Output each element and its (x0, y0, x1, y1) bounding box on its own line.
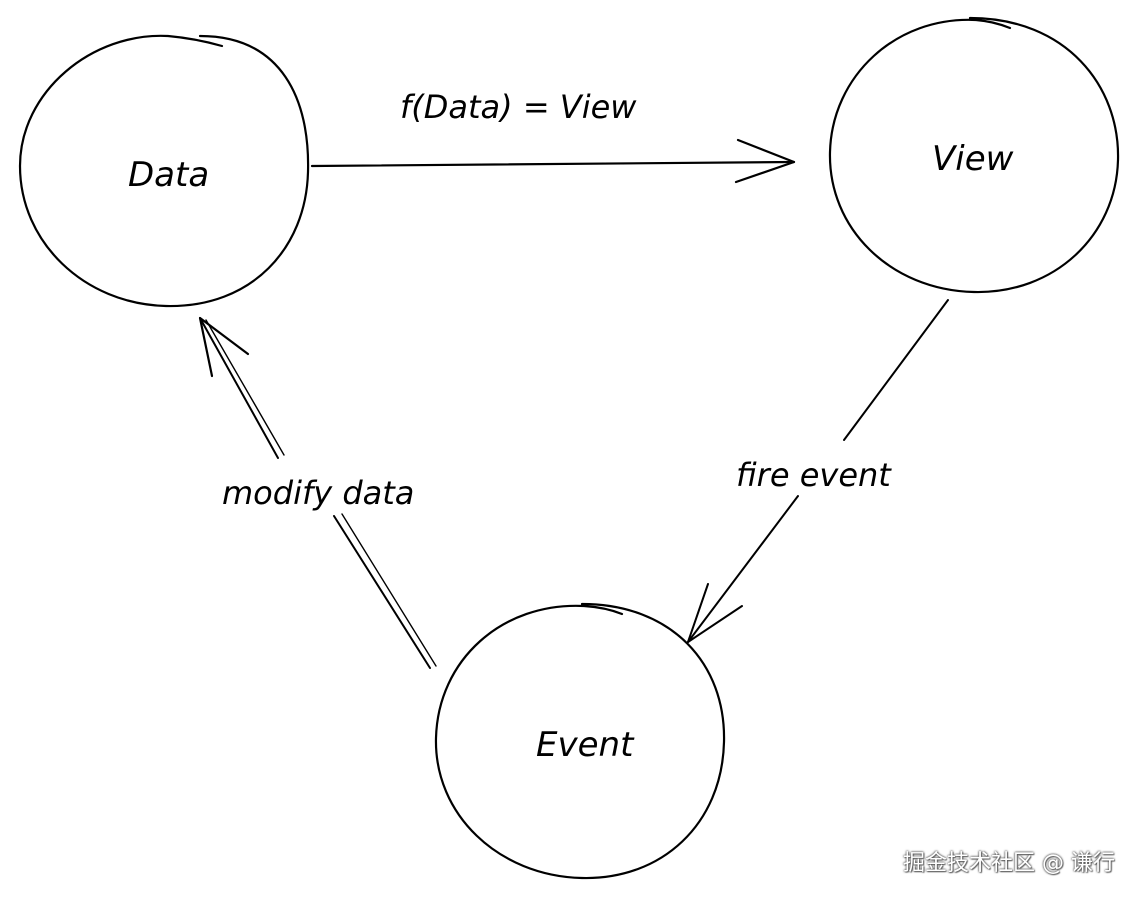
edge-data-to-view-arrowhead (734, 138, 796, 184)
edge-event-to-data-line-lower-2 (341, 513, 437, 667)
watermark: 掘金技术社区 @ 谦行 (903, 851, 1115, 876)
event-node-circle (434, 602, 726, 880)
event-node: Event (434, 602, 726, 880)
data-node: Data (18, 34, 310, 308)
edge-view-to-event-line-lower (687, 495, 799, 643)
edge-event-to-data-line-upper-2 (205, 319, 285, 456)
edge-view-to-event-label: fire event (736, 456, 892, 494)
edge-event-to-data-arrowhead (198, 316, 250, 378)
data-node-label: Data (128, 155, 209, 195)
data-node-circle (18, 34, 310, 308)
event-node-label: Event (536, 725, 635, 765)
edge-data-to-view-label: f(Data) = View (400, 88, 637, 126)
edge-view-to-event-arrowhead (687, 583, 743, 643)
edge-event-to-data: modify data (198, 316, 437, 669)
view-node: View (828, 16, 1120, 294)
view-node-label: View (932, 139, 1014, 179)
edge-view-to-event: fire event (687, 299, 949, 643)
edge-event-to-data-line-upper (199, 317, 279, 459)
edge-data-to-view-line (310, 160, 796, 168)
edge-event-to-data-line-lower (333, 515, 431, 669)
edge-data-to-view: f(Data) = View (310, 88, 796, 184)
view-node-circle (828, 16, 1120, 294)
edge-view-to-event-line-upper (843, 299, 949, 441)
edge-event-to-data-label: modify data (222, 474, 414, 512)
